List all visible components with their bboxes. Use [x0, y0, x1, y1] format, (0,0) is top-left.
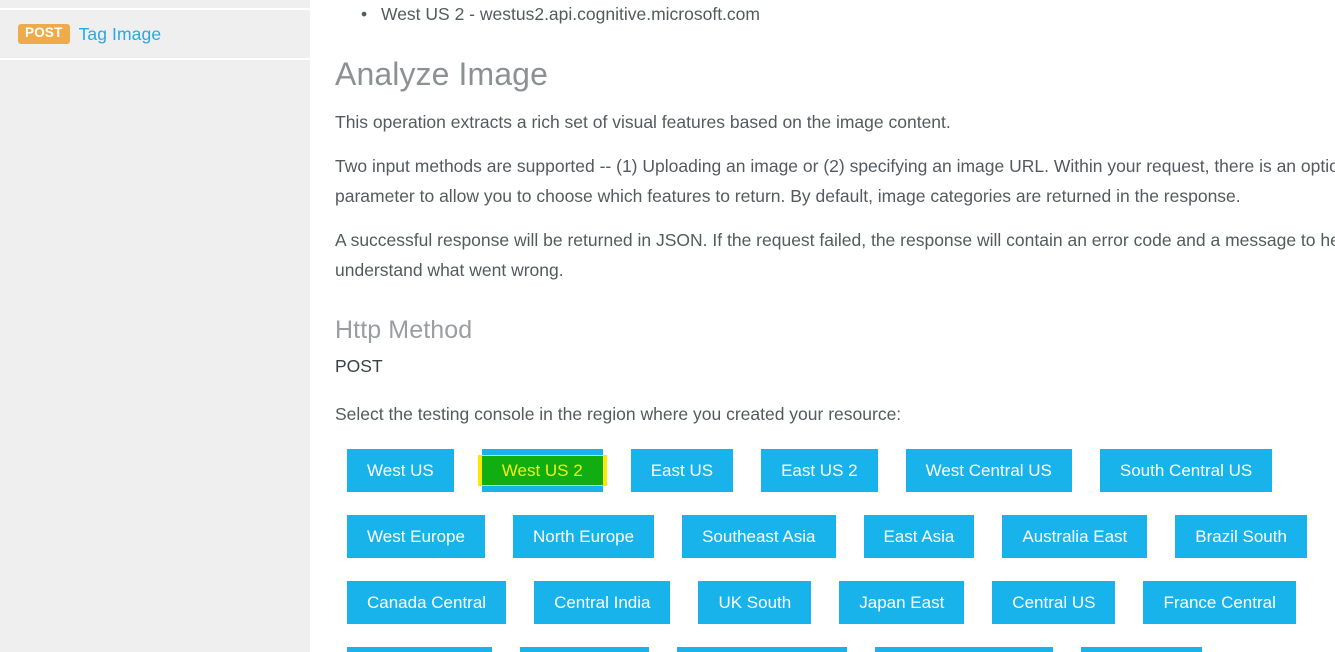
list-item: West US 2 - westus2.api.cognitive.micros… — [361, 0, 1335, 28]
region-button-row: Korea Central Japan West North Central US S… — [347, 647, 1335, 652]
region-button-label: East US 2 — [781, 461, 858, 480]
region-button-west-europe[interactable]: West Europe — [347, 515, 485, 558]
input-methods-paragraph: Two input methods are supported -- (1) U… — [335, 156, 1335, 206]
region-button-japan-east[interactable]: Japan East — [839, 581, 965, 624]
region-button-korea-central[interactable]: Korea Central — [347, 647, 492, 652]
region-button-central-india[interactable]: Central India — [534, 581, 671, 624]
region-button-brazil-south[interactable]: Brazil South — [1175, 515, 1307, 558]
region-button-label: Central US — [1012, 593, 1096, 612]
console-region-prompt: Select the testing console in the region… — [335, 404, 902, 424]
region-button-east-us-2[interactable]: East US 2 — [761, 449, 878, 492]
region-button-label: Canada Central — [367, 593, 487, 612]
page-title: Analyze Image — [335, 56, 548, 92]
region-button-east-asia[interactable]: East Asia — [863, 515, 975, 558]
region-button-row: West US West US 2 East US East US 2 West Cen… — [347, 449, 1335, 515]
selection-highlight — [477, 455, 607, 486]
sidebar: POST Tag Image — [0, 0, 310, 652]
region-button-label: North Europe — [532, 527, 635, 546]
main-content: West US 2 - westus2.api.cognitive.micros… — [310, 0, 1335, 652]
region-button-label: East US — [650, 461, 714, 480]
region-button-label: France Central — [1163, 593, 1276, 612]
region-button-label: West Europe — [367, 527, 465, 546]
region-button-label: South Central US — [1119, 461, 1253, 480]
region-button-france-central[interactable]: France Central — [1143, 581, 1296, 624]
region-button-east-us[interactable]: East US — [630, 449, 734, 492]
region-button-label: East Asia — [883, 527, 955, 546]
region-button-australia-east[interactable]: Australia East — [1002, 515, 1148, 558]
intro-paragraph: This operation extracts a rich set of vi… — [335, 112, 951, 132]
region-button-west-central-us[interactable]: West Central US — [905, 449, 1072, 492]
region-button-canada-central[interactable]: Canada Central — [347, 581, 507, 624]
region-button-label: Australia East — [1022, 527, 1128, 546]
region-button-label: West Central US — [925, 461, 1052, 480]
region-button-grid: West US West US 2 East US East US 2 West Cen… — [335, 449, 1335, 652]
region-button-uk-south[interactable]: UK South — [698, 581, 812, 624]
region-button-west-us-2[interactable]: West US 2 — [477, 449, 607, 492]
region-button-central-us[interactable]: Central US — [992, 581, 1116, 624]
region-button-label: West US — [367, 461, 434, 480]
response-paragraph: A successful response will be returned i… — [335, 230, 1335, 280]
region-button-label: UK South — [718, 593, 792, 612]
region-button-uae-north[interactable]: UAE North — [1080, 647, 1203, 652]
http-method-heading: Http Method — [335, 316, 473, 344]
endpoint-list: West US 2 - westus2.api.cognitive.micros… — [335, 0, 1335, 28]
region-button-label: Central India — [554, 593, 651, 612]
region-button-japan-west[interactable]: Japan West — [519, 647, 650, 652]
region-button-north-europe[interactable]: North Europe — [512, 515, 655, 558]
http-method-value: POST — [335, 356, 383, 376]
region-button-south-africa-north[interactable]: South Africa North — [874, 647, 1053, 652]
region-button-row: Canada Central Central India UK South Japan… — [347, 581, 1335, 647]
sidebar-divider-top — [0, 8, 310, 10]
region-button-north-central-us[interactable]: North Central US — [677, 647, 847, 652]
region-button-west-us[interactable]: West US — [347, 449, 454, 492]
region-button-south-central-us[interactable]: South Central US — [1099, 449, 1273, 492]
region-button-label: Japan East — [859, 593, 945, 612]
region-button-label: Southeast Asia — [702, 527, 816, 546]
sidebar-item-tag-image[interactable]: POST Tag Image — [0, 10, 310, 58]
region-button-label: Brazil South — [1195, 527, 1287, 546]
region-button-row: West Europe North Europe Southeast Asia Eas… — [347, 515, 1335, 581]
region-button-southeast-asia[interactable]: Southeast Asia — [682, 515, 836, 558]
http-verb-badge: POST — [18, 24, 70, 44]
sidebar-item-label: Tag Image — [78, 23, 162, 44]
sidebar-divider-bottom — [0, 58, 310, 60]
